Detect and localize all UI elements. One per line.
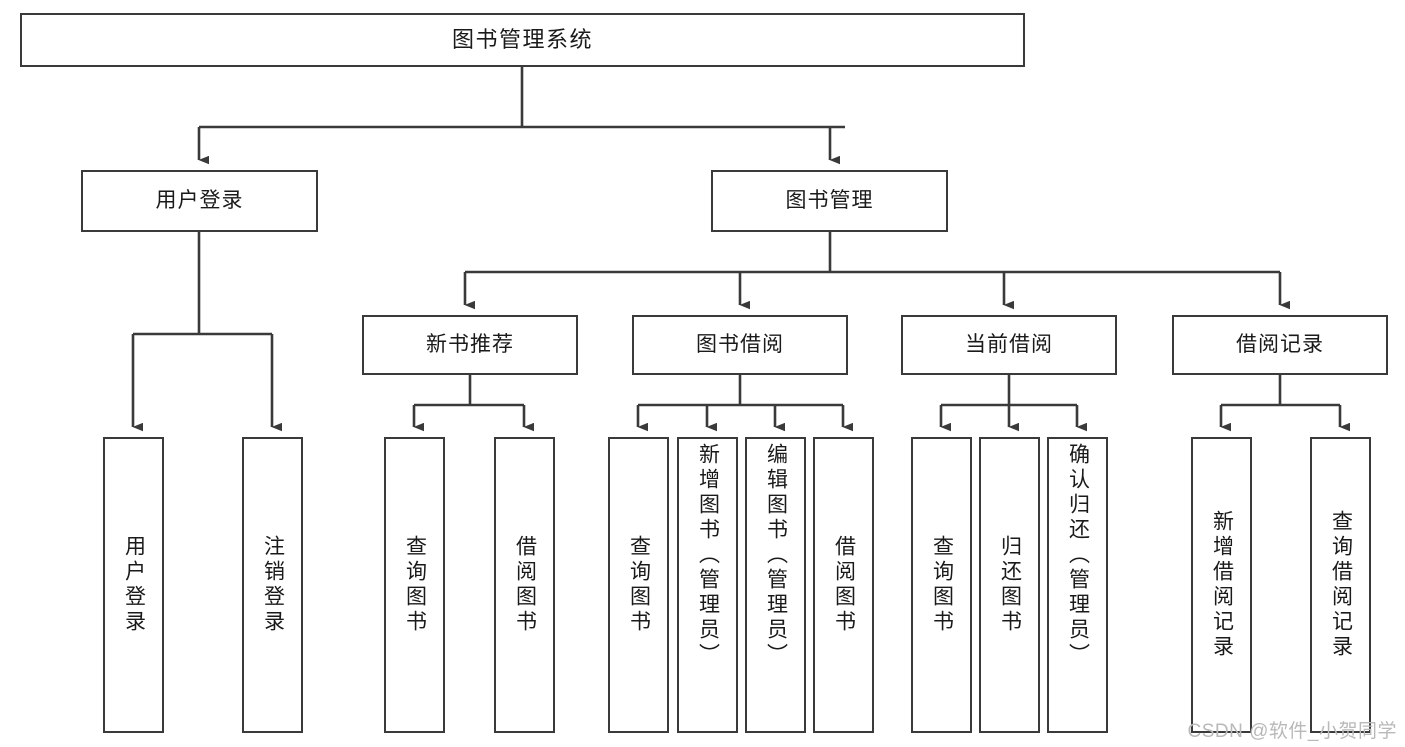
node-leaf-user-login[interactable]: 用户登录 — [103, 437, 164, 733]
node-leaf-borrow-book-2-label: 借阅图书 — [832, 535, 856, 635]
node-leaf-user-login-label: 用户登录 — [122, 535, 146, 635]
node-new-book-rec-label: 新书推荐 — [426, 332, 514, 356]
csdn-watermark: CSDN @软件_小贺同学 — [1187, 721, 1397, 742]
node-leaf-return-book-label: 归还图书 — [998, 535, 1022, 635]
node-leaf-return-book[interactable]: 归还图书 — [979, 437, 1040, 733]
node-leaf-confirm-return[interactable]: 确认归还（管理员） — [1047, 437, 1108, 733]
node-leaf-add-book[interactable]: 新增图书（管理员） — [677, 437, 738, 733]
node-leaf-confirm-return-label: 确认归还（管理员） — [1066, 443, 1090, 668]
node-leaf-query-book-1[interactable]: 查询图书 — [384, 437, 445, 733]
node-borrow-record-label: 借阅记录 — [1236, 332, 1324, 356]
node-book-borrow-label: 图书借阅 — [696, 332, 784, 356]
node-current-borrow-label: 当前借阅 — [965, 332, 1053, 356]
node-leaf-borrow-book-2[interactable]: 借阅图书 — [813, 437, 874, 733]
node-leaf-edit-book-label: 编辑图书（管理员） — [764, 443, 788, 668]
node-leaf-user-logout[interactable]: 注销登录 — [242, 437, 303, 733]
node-leaf-add-record-label: 新增借阅记录 — [1210, 510, 1234, 660]
node-leaf-borrow-book-1[interactable]: 借阅图书 — [494, 437, 555, 733]
node-leaf-query-book-3-label: 查询图书 — [930, 535, 954, 635]
node-leaf-query-record[interactable]: 查询借阅记录 — [1310, 437, 1371, 733]
node-new-book-rec[interactable]: 新书推荐 — [362, 315, 578, 375]
node-root-system[interactable]: 图书管理系统 — [20, 13, 1025, 67]
node-book-manage[interactable]: 图书管理 — [711, 170, 948, 232]
node-leaf-user-logout-label: 注销登录 — [261, 535, 285, 635]
node-user-login-label: 用户登录 — [155, 188, 244, 212]
node-leaf-query-record-label: 查询借阅记录 — [1329, 510, 1353, 660]
node-leaf-borrow-book-1-label: 借阅图书 — [513, 535, 537, 635]
node-user-login[interactable]: 用户登录 — [81, 170, 318, 232]
node-leaf-add-record[interactable]: 新增借阅记录 — [1191, 437, 1252, 733]
node-leaf-query-book-3[interactable]: 查询图书 — [911, 437, 972, 733]
node-leaf-query-book-2-label: 查询图书 — [627, 535, 651, 635]
node-book-borrow[interactable]: 图书借阅 — [632, 315, 848, 375]
node-leaf-query-book-2[interactable]: 查询图书 — [608, 437, 669, 733]
node-leaf-add-book-label: 新增图书（管理员） — [696, 443, 720, 668]
node-leaf-edit-book[interactable]: 编辑图书（管理员） — [745, 437, 806, 733]
node-borrow-record[interactable]: 借阅记录 — [1172, 315, 1388, 375]
node-current-borrow[interactable]: 当前借阅 — [901, 315, 1117, 375]
node-leaf-query-book-1-label: 查询图书 — [403, 535, 427, 635]
node-book-manage-label: 图书管理 — [785, 188, 874, 212]
node-root-system-label: 图书管理系统 — [451, 27, 593, 53]
